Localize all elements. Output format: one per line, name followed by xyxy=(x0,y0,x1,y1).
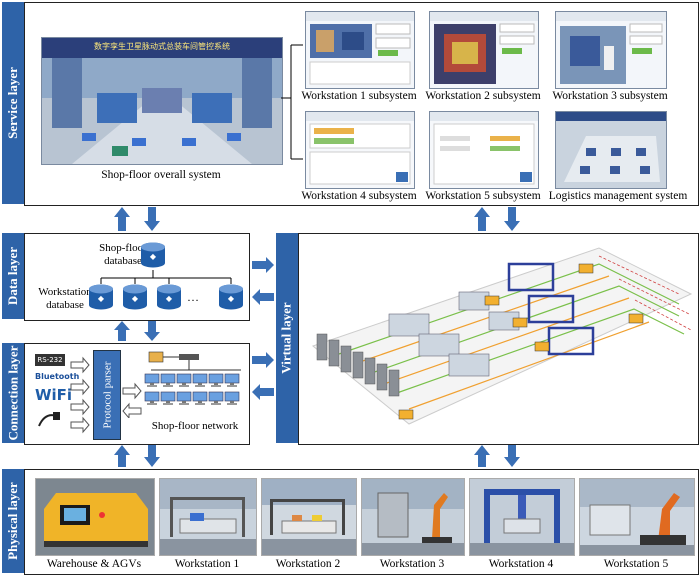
workstation2-subsystem-caption: Workstation 2 subsystem xyxy=(425,90,541,102)
workstation-db-icon-n xyxy=(219,284,243,310)
workstation-db-icon-1 xyxy=(89,284,113,310)
shopfloor-network-label: Shop-floor network xyxy=(151,420,239,432)
service-layer-panel: 数字孪生卫星脉动式总装车间管控系统 Shop-floor overall sys… xyxy=(24,2,699,206)
workstation1-subsystem-screenshot xyxy=(305,11,415,89)
physical-layer-label: Physical layer xyxy=(5,482,21,560)
workstation2-caption: Workstation 2 xyxy=(275,558,341,570)
db-ellipsis: … xyxy=(187,290,199,304)
workstation3-subsystem-screenshot xyxy=(555,11,667,89)
workstation3-subsystem-caption: Workstation 3 subsystem xyxy=(552,90,668,102)
service-data-arrows xyxy=(114,207,160,231)
parser-output-arrows xyxy=(122,382,142,418)
protocol-parser-box: Protocol parser xyxy=(93,350,121,440)
shopfloor-db-icon xyxy=(141,242,165,268)
overall-screen-title: 数字孪生卫星脉动式总装车间管控系统 xyxy=(94,42,230,51)
physical-layer-bar: Physical layer xyxy=(2,469,24,573)
workstation5-photo xyxy=(579,478,695,556)
bluetooth-icon: Bluetooth xyxy=(35,372,80,381)
workstation1-subsystem-caption: Workstation 1 subsystem xyxy=(301,90,417,102)
workstation4-caption: Workstation 4 xyxy=(488,558,554,570)
workstation-db-icon-2 xyxy=(123,284,147,310)
workstation2-subsystem-screenshot xyxy=(429,11,539,89)
bracket-connector xyxy=(281,44,303,160)
overall-system-screenshot: 数字孪生卫星脉动式总装车间管控系统 xyxy=(41,37,283,165)
connection-layer-label: Connection layer xyxy=(5,345,20,441)
protocol-parser-label: Protocol parser xyxy=(101,361,113,429)
connection-physical-arrows xyxy=(114,445,160,467)
data-virtual-arrows xyxy=(252,257,274,305)
workstation3-caption: Workstation 3 xyxy=(379,558,445,570)
workstation5-caption: Workstation 5 xyxy=(603,558,669,570)
workstation5-subsystem-caption: Workstation 5 subsystem xyxy=(425,190,541,202)
physical-layer-panel: Warehouse & AGVs Workstation 1 Workstati… xyxy=(24,469,699,575)
workstation5-subsystem-screenshot xyxy=(429,111,539,189)
wifi-icon: WiFi xyxy=(35,386,73,404)
warehouse-agv-caption: Warehouse & AGVs xyxy=(46,558,142,570)
input-arrows xyxy=(70,356,90,434)
service-virtual-arrows xyxy=(474,207,520,231)
shopfloor-db-label: Shop-floor database xyxy=(99,242,147,267)
data-layer-label: Data layer xyxy=(5,246,20,306)
virtual-layer-label: Virtual layer xyxy=(279,302,294,374)
workstation2-photo xyxy=(261,478,357,556)
connection-layer-bar: Connection layer xyxy=(2,343,24,443)
workstation4-subsystem-caption: Workstation 4 subsystem xyxy=(301,190,417,202)
workstation1-caption: Workstation 1 xyxy=(174,558,240,570)
rs232-icon: RS-232 xyxy=(35,354,65,366)
db-tree-lines xyxy=(100,270,232,284)
service-layer-label: Service layer xyxy=(5,67,21,139)
usb-cable-icon xyxy=(38,412,60,427)
workstation3-photo xyxy=(361,478,465,556)
service-layer-bar: Service layer xyxy=(2,2,24,204)
data-layer-panel: Shop-floor database Workstation database… xyxy=(24,233,250,321)
data-layer-bar: Data layer xyxy=(2,233,24,319)
network-topology-icon xyxy=(144,351,241,406)
connection-layer-panel: RS-232 Bluetooth WiFi Protocol parser Sh… xyxy=(24,343,250,445)
workstation1-photo xyxy=(159,478,257,556)
workstation-db-icon-3 xyxy=(157,284,181,310)
overall-system-caption: Shop-floor overall system xyxy=(101,169,221,181)
data-connection-arrows xyxy=(114,321,160,341)
workstation-db-label: Workstation database xyxy=(38,286,92,311)
virtual-physical-arrows xyxy=(474,445,520,467)
virtual-shopfloor-model xyxy=(311,247,693,425)
logistics-system-screenshot xyxy=(555,111,667,189)
workstation4-photo xyxy=(469,478,575,556)
workstation4-subsystem-screenshot xyxy=(305,111,415,189)
logistics-system-caption: Logistics management system xyxy=(548,190,688,202)
connection-virtual-arrows xyxy=(252,352,274,400)
virtual-layer-panel xyxy=(298,233,699,445)
warehouse-agv-photo xyxy=(35,478,155,556)
virtual-layer-bar: Virtual layer xyxy=(276,233,298,443)
